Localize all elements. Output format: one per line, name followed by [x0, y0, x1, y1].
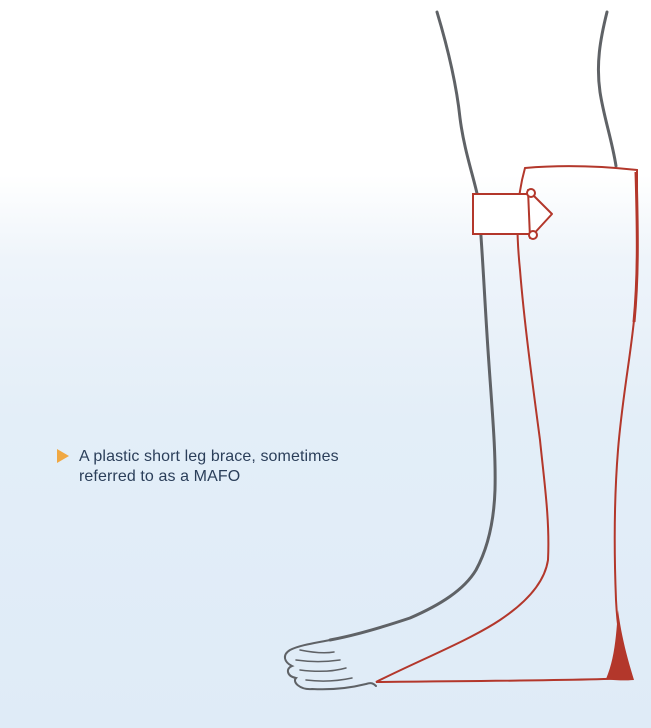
caption: A plastic short leg brace, sometimes ref… [57, 447, 387, 487]
caption-text: A plastic short leg brace, sometimes ref… [79, 447, 339, 487]
buckle-rivet-bottom [529, 231, 537, 239]
foot-outline [285, 640, 376, 689]
brace-outline [376, 166, 637, 682]
caption-line-1: A plastic short leg brace, sometimes [79, 447, 339, 467]
leg-back-outline [598, 12, 616, 166]
caption-line-2: referred to as a MAFO [79, 467, 339, 487]
leg-front-outline [330, 12, 495, 640]
brace-heel-shading [606, 610, 634, 680]
brace-calf-edge [634, 172, 637, 322]
triangle-bullet-icon [57, 449, 69, 463]
buckle-rivet-top [527, 189, 535, 197]
toe-lines [296, 650, 352, 681]
brace-strap [473, 194, 531, 234]
